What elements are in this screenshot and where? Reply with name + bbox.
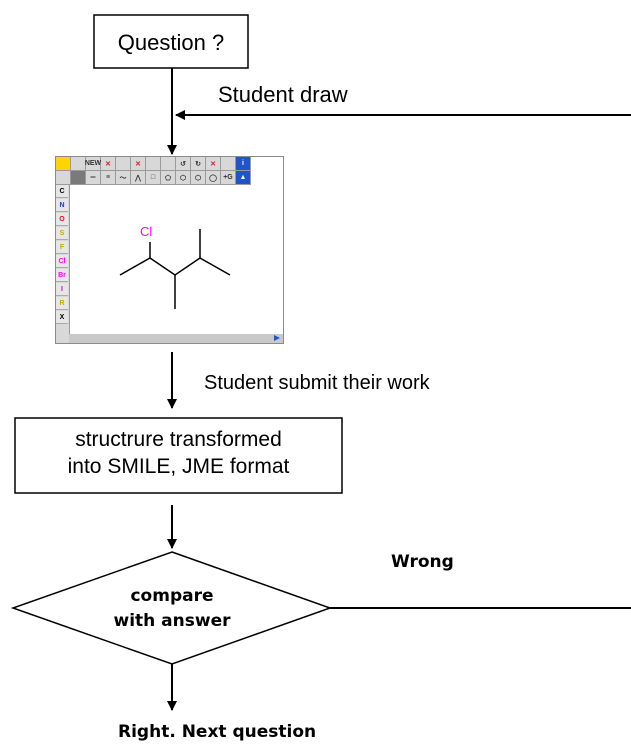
transform-text: structrure transformed into SMILE, JME f… [15, 426, 342, 481]
editor-element-2[interactable]: O [56, 213, 68, 226]
molecule-cl-label: Cl [140, 224, 153, 239]
editor-tool-row2-3[interactable]: ≡ [101, 171, 116, 185]
editor-element-7[interactable]: I [56, 283, 68, 296]
editor-tool-row2-6[interactable]: □ [146, 171, 161, 185]
editor-tool-row1-5[interactable]: ✕ [131, 157, 146, 171]
editor-toolbar-row1: NEW✕✕↺↻✕i [56, 157, 251, 171]
editor-element-6[interactable]: Br [56, 269, 68, 282]
transform-box [14, 417, 343, 494]
editor-tool-row2-2[interactable]: ═ [86, 171, 101, 185]
scroll-right-icon[interactable] [274, 335, 280, 341]
wrong-label: Wrong [391, 552, 454, 572]
decision-line1: compare [130, 586, 214, 606]
editor-tool-row2-1[interactable] [71, 171, 86, 185]
transform-line1: structrure transformed [75, 428, 282, 451]
editor-tool-row1-7[interactable] [161, 157, 176, 171]
editor-toolbar-row2: ═≡〜⋀□⬠⬡⬡◯+G▲ [56, 171, 251, 185]
molecule-bonds [119, 257, 231, 276]
editor-tool-row1-11[interactable] [221, 157, 236, 171]
transform-line2: into SMILE, JME format [67, 455, 290, 479]
editor-tool-row2-7[interactable]: ⬠ [161, 171, 176, 185]
editor-tool-row1-3[interactable]: ✕ [101, 157, 116, 171]
editor-tool-row1-8[interactable]: ↺ [176, 157, 191, 171]
editor-element-4[interactable]: F [56, 241, 68, 254]
submit-label: Student submit their work [204, 372, 430, 394]
editor-element-0[interactable]: C [56, 185, 68, 198]
editor-tool-row1-6[interactable] [146, 157, 161, 171]
student-draw-label: Student draw [218, 82, 348, 107]
editor-element-3[interactable]: S [56, 227, 68, 240]
editor-element-5[interactable]: Cl [56, 255, 68, 268]
editor-tool-row1-9[interactable]: ↻ [191, 157, 206, 171]
decision-text: compare with answer [72, 584, 272, 633]
editor-tool-row2-9[interactable]: ⬡ [191, 171, 206, 185]
decision-line2: with answer [113, 610, 231, 631]
editor-tool-row1-4[interactable] [116, 157, 131, 171]
editor-tool-row2-0[interactable] [56, 171, 71, 185]
editor-tool-row2-8[interactable]: ⬡ [176, 171, 191, 185]
editor-tool-row1-2[interactable]: NEW [85, 157, 101, 171]
editor-element-8[interactable]: R [56, 297, 68, 310]
editor-tool-row2-4[interactable]: 〜 [116, 171, 131, 185]
question-box [93, 14, 249, 69]
editor-element-9[interactable]: X [56, 311, 68, 324]
editor-tool-row2-11[interactable]: +G [221, 171, 236, 185]
editor-element-1[interactable]: N [56, 199, 68, 212]
editor-tool-row2-5[interactable]: ⋀ [131, 171, 146, 185]
editor-scrollbar[interactable] [69, 334, 283, 343]
right-label: Right. Next question [118, 722, 317, 742]
editor-tool-row2-12[interactable]: ▲ [236, 171, 251, 185]
editor-tool-row2-10[interactable]: ◯ [206, 171, 221, 185]
question-text: Question ? [117, 30, 225, 55]
editor-tool-row1-0[interactable] [56, 157, 71, 171]
molecule-canvas[interactable] [70, 185, 283, 335]
editor-tool-row1-12[interactable]: i [236, 157, 251, 171]
editor-tool-row1-10[interactable]: ✕ [206, 157, 221, 171]
editor-tool-row1-1[interactable] [71, 157, 86, 171]
